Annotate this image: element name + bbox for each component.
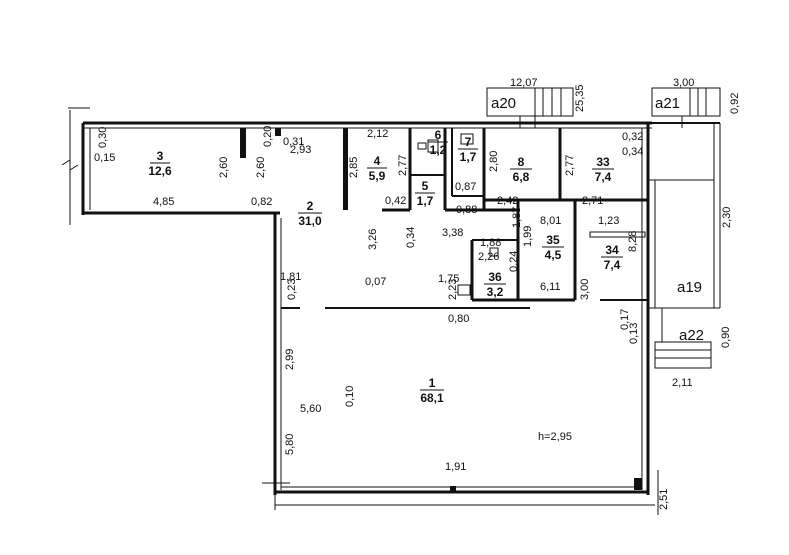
dimension: 1,23 bbox=[598, 215, 619, 227]
dimension: 0,07 bbox=[365, 276, 386, 288]
dimension: 0,92 bbox=[729, 93, 741, 114]
dimension: 5,80 bbox=[284, 434, 296, 455]
axis-label: а21 bbox=[655, 95, 680, 112]
dimension: 3,38 bbox=[442, 227, 463, 239]
dimension: 0,88 bbox=[456, 204, 477, 216]
room-number: 5 bbox=[422, 179, 429, 193]
sink-icon bbox=[460, 133, 474, 145]
dimension: 2,80 bbox=[488, 151, 500, 172]
sink-icon bbox=[489, 247, 499, 257]
dimension: 2,93 bbox=[290, 144, 311, 156]
toilet-icon bbox=[427, 139, 439, 153]
room-number: 4 bbox=[374, 154, 381, 168]
room-number: 3 bbox=[157, 149, 164, 163]
dimension: 2,23 bbox=[447, 279, 459, 300]
fixtures bbox=[417, 133, 646, 296]
room-number: 36 bbox=[488, 270, 502, 284]
room-number: 6 bbox=[435, 128, 442, 142]
room-area: 1,2 bbox=[430, 143, 447, 157]
dimension: 2,26 bbox=[478, 251, 499, 263]
dimension: 4,85 bbox=[153, 196, 174, 208]
dimension: 0,17 bbox=[619, 309, 631, 330]
toilet-icon bbox=[457, 284, 471, 296]
dimension: 1,87 bbox=[511, 207, 523, 228]
dimension: 0,30 bbox=[97, 127, 109, 148]
dimension: 2,60 bbox=[255, 157, 267, 178]
dimension: 2,11 bbox=[672, 377, 693, 389]
dimension: 0,13 bbox=[628, 323, 640, 344]
dimension: 0,87 bbox=[455, 181, 476, 193]
dimension: 1,99 bbox=[522, 226, 534, 247]
dimension: 6,11 bbox=[540, 281, 561, 293]
room-area: 6,8 bbox=[513, 170, 530, 184]
dimension: 1,75 bbox=[438, 273, 459, 285]
dimension: 0,34 bbox=[622, 146, 643, 158]
axis-label: а19 bbox=[677, 279, 702, 296]
dimension: 2,77 bbox=[397, 155, 409, 176]
room-number: 2 bbox=[307, 199, 314, 213]
dimensions: 2,93 2,12 0,31 4,85 0,82 0,42 0,88 0,87 … bbox=[94, 77, 741, 510]
dimension: 2,12 bbox=[367, 128, 388, 140]
dimension: 8,01 bbox=[540, 215, 561, 227]
dimension: 0,10 bbox=[344, 386, 356, 407]
room-number: 7 bbox=[465, 135, 472, 149]
dimension: 0,42 bbox=[385, 195, 406, 207]
dimension: 8,28 bbox=[627, 231, 639, 252]
room-area: 7,4 bbox=[604, 258, 621, 272]
room-area: 3,2 bbox=[487, 285, 504, 299]
ceiling-height: h=2,95 bbox=[538, 431, 572, 443]
room-area: 1,7 bbox=[460, 150, 477, 164]
dimension: 12,07 bbox=[510, 77, 538, 89]
room-labels: 3 12,6 2 31,0 4 5,9 5 1,7 6 1,2 7 1,7 8 … bbox=[148, 128, 623, 405]
dimension: 0,24 bbox=[508, 251, 520, 272]
dimension: 1,91 bbox=[445, 461, 466, 473]
room-area: 12,6 bbox=[148, 164, 172, 178]
dimension: 3,26 bbox=[367, 229, 379, 250]
room-number: 34 bbox=[605, 243, 619, 257]
axis-label: а22 bbox=[679, 327, 704, 344]
room-area: 5,9 bbox=[369, 169, 386, 183]
dimension: 3,00 bbox=[673, 77, 694, 89]
dimension: 2,99 bbox=[284, 349, 296, 370]
dimension: 2,42 bbox=[497, 195, 518, 207]
dimension: 0,15 bbox=[94, 152, 115, 164]
dimension: 2,85 bbox=[348, 157, 360, 178]
room-area: 68,1 bbox=[420, 391, 444, 405]
dimension: 25,35 bbox=[574, 84, 586, 112]
room-area: 4,5 bbox=[545, 248, 562, 262]
dimension: 0,23 bbox=[286, 279, 298, 300]
walls bbox=[61, 87, 721, 515]
dimension: 5,60 bbox=[300, 403, 321, 415]
dimension: 2,71 bbox=[582, 195, 603, 207]
dimension: 0,82 bbox=[251, 196, 272, 208]
room-area: 7,4 bbox=[595, 170, 612, 184]
room-area: 1,7 bbox=[417, 194, 434, 208]
dimension: 2,30 bbox=[721, 207, 733, 228]
sink-icon bbox=[417, 142, 427, 150]
dimension: 2,60 bbox=[218, 157, 230, 178]
dimension: 1,81 bbox=[280, 271, 301, 283]
dimension: 0,80 bbox=[448, 313, 469, 325]
dimension: 1,88 bbox=[480, 237, 501, 249]
dimension: 2,77 bbox=[564, 155, 576, 176]
door-marker bbox=[589, 231, 646, 238]
dimension: 0,20 bbox=[262, 126, 274, 147]
dimension: 0,31 bbox=[283, 136, 304, 148]
dimension: 0,90 bbox=[720, 327, 732, 348]
dimension: 3,00 bbox=[579, 279, 591, 300]
room-number: 35 bbox=[546, 233, 560, 247]
axis-markers: а20 а21 а19 а22 bbox=[491, 95, 704, 344]
room-number: 8 bbox=[518, 155, 525, 169]
room-number: 1 bbox=[429, 376, 436, 390]
dimension: 2,51 bbox=[658, 489, 670, 510]
dimension: 0,34 bbox=[405, 227, 417, 248]
room-area: 31,0 bbox=[298, 214, 322, 228]
room-number: 33 bbox=[596, 155, 610, 169]
dimensions-extra: 12,07 bbox=[440, 0, 468, 3]
axis-label: а20 bbox=[491, 95, 516, 112]
dimension: 0,32 bbox=[622, 131, 643, 143]
